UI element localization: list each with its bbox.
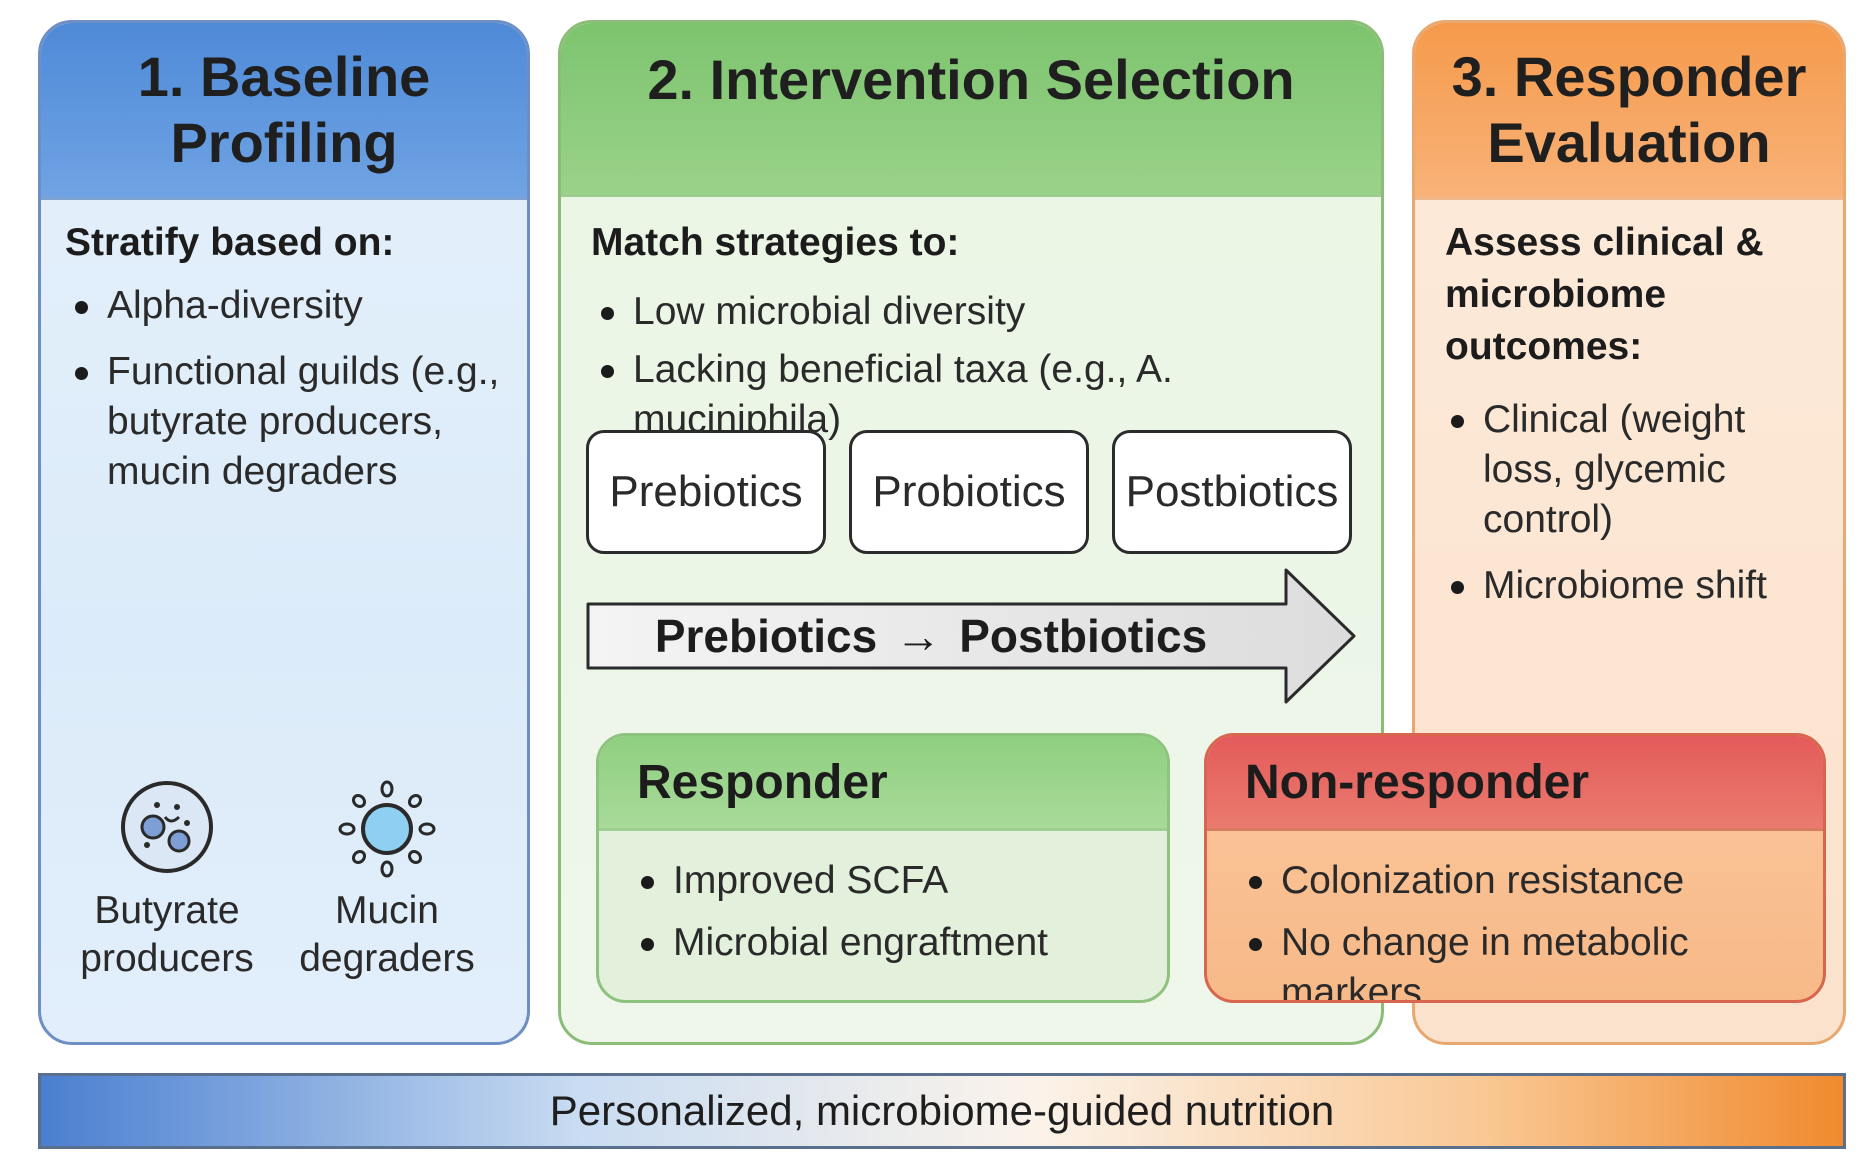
- mucin-degraders-label: Mucin degraders: [277, 887, 497, 983]
- nonresponder-bullet-colonization: Colonization resistance: [1243, 856, 1823, 906]
- nonresponder-title: Non-responder: [1207, 736, 1823, 831]
- evaluation-subhead-line3: outcomes:: [1445, 325, 1643, 368]
- evaluation-bullet-clinical: Clinical (weight loss, glycemic control): [1445, 395, 1835, 545]
- intervention-panel-header: 2. Intervention Selection: [561, 23, 1381, 197]
- footer-text: Personalized, microbiome-guided nutritio…: [549, 1087, 1335, 1134]
- intervention-subhead: Match strategies to:: [591, 221, 960, 264]
- responder-title: Responder: [599, 736, 1167, 831]
- intervention-title: 2. Intervention Selection: [647, 48, 1295, 111]
- baseline-bullet-functional-guilds: Functional guilds (e.g., butyrate produc…: [69, 347, 509, 497]
- responder-bullet-scfa: Improved SCFA: [635, 856, 1048, 906]
- evaluation-subhead-line2: microbiome: [1445, 273, 1667, 316]
- strategy-box-prebiotics: Prebiotics: [586, 430, 826, 554]
- butyrate-producers-label: Butyrate producers: [57, 887, 277, 983]
- progression-arrow-label: Prebiotics → Postbiotics: [586, 606, 1276, 666]
- responder-bullet-list: Improved SCFA Microbial engraftment: [635, 856, 1048, 968]
- progression-arrow: Prebiotics → Postbiotics: [586, 566, 1360, 706]
- evaluation-subhead-line1: Assess clinical &: [1445, 221, 1764, 264]
- butyrate-label-line1: Butyrate: [94, 889, 240, 932]
- arrow-right-icon: →: [895, 610, 942, 662]
- mucin-label-line1: Mucin: [334, 889, 440, 932]
- baseline-title-line2: Profiling: [170, 111, 398, 174]
- baseline-bullet-list: Alpha-diversity Functional guilds (e.g.,…: [69, 281, 509, 497]
- strategy-box-probiotics: Probiotics: [849, 430, 1089, 554]
- intervention-bullet-list: Low microbial diversity Lacking benefici…: [595, 287, 1375, 445]
- evaluation-bullet-list: Clinical (weight loss, glycemic control)…: [1445, 395, 1835, 611]
- intervention-bullet-diversity: Low microbial diversity: [595, 287, 1375, 337]
- nonresponder-box: Non-responder Colonization resistance No…: [1204, 733, 1826, 1003]
- nonresponder-bullet-metabolic: No change in metabolic markers: [1243, 918, 1823, 1000]
- mucin-label-line2: degraders: [299, 937, 475, 980]
- nonresponder-bullet-list: Colonization resistance No change in met…: [1243, 856, 1823, 1000]
- baseline-bullet-alpha-diversity: Alpha-diversity: [69, 281, 509, 331]
- butyrate-producer-icon: [121, 781, 213, 873]
- mucin-degrader-icon: [338, 780, 436, 878]
- evaluation-bullet-microbiome-shift: Microbiome shift: [1445, 561, 1835, 611]
- baseline-title-line1: 1. Baseline: [137, 45, 431, 108]
- evaluation-title-line2: Evaluation: [1487, 111, 1771, 174]
- arrow-from-label: Prebiotics: [654, 610, 878, 662]
- responder-box: Responder Improved SCFA Microbial engraf…: [596, 733, 1170, 1003]
- responder-bullet-engraftment: Microbial engraftment: [635, 918, 1048, 968]
- evaluation-panel-header: 3. Responder Evaluation: [1415, 23, 1843, 200]
- progression-arrow-shape: [586, 568, 1356, 704]
- arrow-to-label: Postbiotics: [959, 610, 1208, 662]
- evaluation-subhead: Assess clinical & microbiome outcomes:: [1445, 217, 1764, 373]
- evaluation-title-line1: 3. Responder: [1451, 45, 1807, 108]
- footer-banner: Personalized, microbiome-guided nutritio…: [38, 1073, 1846, 1149]
- baseline-subhead: Stratify based on:: [65, 221, 395, 264]
- baseline-profiling-panel: 1. Baseline Profiling Stratify based on:…: [38, 20, 530, 1045]
- butyrate-label-line2: producers: [80, 937, 254, 980]
- baseline-panel-header: 1. Baseline Profiling: [41, 23, 527, 200]
- strategy-box-postbiotics: Postbiotics: [1112, 430, 1352, 554]
